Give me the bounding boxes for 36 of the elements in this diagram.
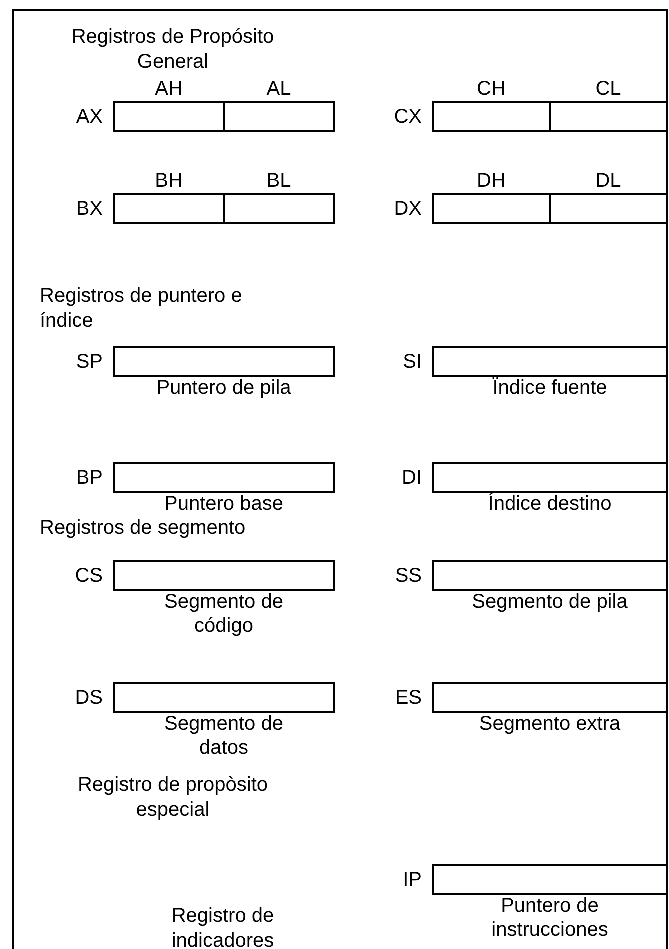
register-caption: Índice destino bbox=[487, 492, 613, 516]
register-caption: Segmento de datos bbox=[164, 712, 284, 760]
register-name: BX bbox=[76, 198, 103, 218]
register-caption: Puntero base bbox=[164, 492, 284, 516]
register-name: IP bbox=[403, 870, 422, 890]
section-heading: Registro de propòsito especial bbox=[76, 773, 270, 823]
register-name: DS bbox=[75, 688, 103, 708]
register-caption: Ïndice fuente bbox=[492, 376, 608, 400]
section-heading: Registros de Propósito General bbox=[70, 25, 276, 75]
section-heading: Registro de indicadores bbox=[170, 904, 276, 949]
register-caption: Puntero de pila bbox=[156, 376, 292, 400]
register-name: CX bbox=[394, 106, 422, 126]
section-heading: Registros de segmento bbox=[40, 516, 247, 541]
register-name: SS bbox=[395, 566, 422, 586]
register-name: CS bbox=[75, 566, 103, 586]
register-name: AX bbox=[76, 106, 103, 126]
register-name: SP bbox=[76, 352, 103, 372]
register-name: SI bbox=[403, 352, 422, 372]
register-name: BP bbox=[76, 468, 103, 488]
register-half-label: DH bbox=[477, 171, 506, 191]
register-caption: Segmento de pila bbox=[471, 590, 629, 614]
register-caption: Puntero de instrucciones bbox=[490, 894, 610, 942]
register-half-label: CH bbox=[477, 79, 506, 99]
register-half-label: BL bbox=[266, 171, 292, 191]
register-name: ES bbox=[395, 688, 422, 708]
register-half-label: AH bbox=[155, 79, 183, 99]
register-half-label: BH bbox=[155, 171, 183, 191]
section-heading: Registros de puntero e índice bbox=[40, 284, 244, 334]
register-name: DX bbox=[394, 198, 422, 218]
register-half-label: AL bbox=[266, 79, 292, 99]
register-panel bbox=[12, 9, 668, 949]
register-half-label: CL bbox=[596, 79, 622, 99]
register-half-label: DL bbox=[596, 171, 622, 191]
register-name: DI bbox=[402, 468, 422, 488]
register-caption: Segmento extra bbox=[478, 712, 622, 736]
register-caption: Segmento de código bbox=[164, 590, 284, 638]
